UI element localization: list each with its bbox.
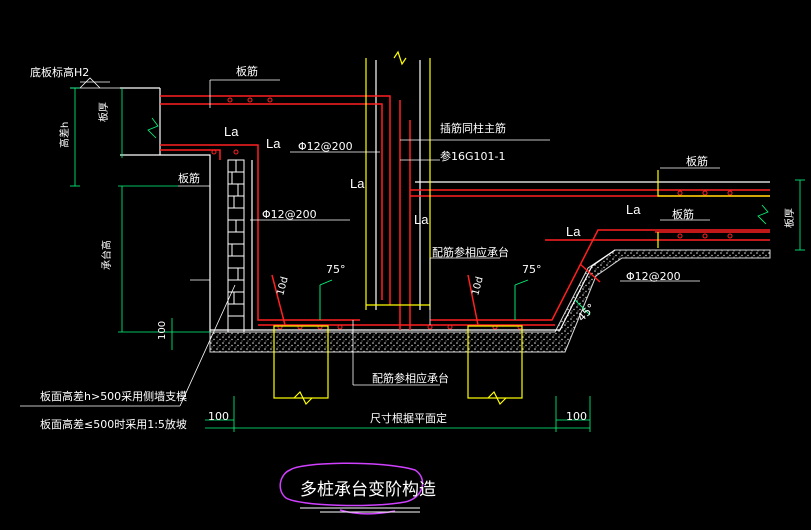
leader-lines <box>20 77 720 407</box>
brick-wall <box>227 159 245 333</box>
note-2: 板面高差≤500时采用1:5放坡 <box>40 417 187 431</box>
angle-label-2: 75° <box>522 263 542 276</box>
la-vert-label-2: 10d <box>470 276 486 297</box>
rebar-spec-label-1: Φ12@200 <box>298 140 353 153</box>
note-1: 板面高差h>500采用侧墙支模 <box>40 389 187 403</box>
slab-rebar-bottom-left-label: 板筋 <box>178 171 200 185</box>
la-label-5: La <box>626 202 641 217</box>
angle-label-1: 75° <box>326 263 346 276</box>
rebar-spec-label-3: Φ12@200 <box>626 270 681 283</box>
diagram-title: 多桩承台变阶构造 <box>300 480 436 500</box>
la-label-2: La <box>266 136 281 151</box>
dimension-lines <box>70 87 805 432</box>
reinforce-note-bottom-label: 配筋参相应承台 <box>372 371 449 385</box>
dim-100-right: 100 <box>566 410 587 423</box>
text-labels: 底板标高H2 板筋 板厚 高差h 板筋 承台高 插筋同柱主筋 参16G101-1… <box>30 64 796 431</box>
size-by-plan-label: 尺寸根据平面定 <box>370 411 447 425</box>
dim-100-vertical: 100 <box>157 321 168 340</box>
dim-100-left: 100 <box>208 410 229 423</box>
rebar-spec-label-2: Φ12@200 <box>262 208 317 221</box>
la-label-4: La <box>414 212 429 227</box>
concrete-bed <box>209 249 771 353</box>
la-label-3: La <box>350 176 365 191</box>
slab-thickness-right-label: 板厚 <box>783 208 796 228</box>
height-diff-label: 高差h <box>58 122 71 148</box>
la-label-1: La <box>224 124 239 139</box>
reinforce-note-label: 配筋参相应承台 <box>432 245 509 259</box>
la-label-6: La <box>566 224 581 239</box>
slab-thickness-left-label: 板厚 <box>97 102 110 122</box>
column-main-label: 插筋同柱主筋 <box>440 121 506 135</box>
la-vert-label-1: 10d <box>275 276 291 297</box>
slab-rebar-right-top-label: 板筋 <box>686 154 708 168</box>
slab-rebar-top-left-label: 板筋 <box>236 64 258 78</box>
cap-height-label: 承台高 <box>100 240 113 270</box>
angle-markers <box>319 279 591 320</box>
title-block: 多桩承台变阶构造 <box>279 462 436 515</box>
slab-rebar-right-mid-label: 板筋 <box>672 207 694 221</box>
structure-outline <box>120 60 770 332</box>
bottom-elevation-label: 底板标高H2 <box>30 65 89 79</box>
rebar-dots <box>211 97 733 330</box>
ref-atlas-label: 参16G101-1 <box>440 149 505 163</box>
